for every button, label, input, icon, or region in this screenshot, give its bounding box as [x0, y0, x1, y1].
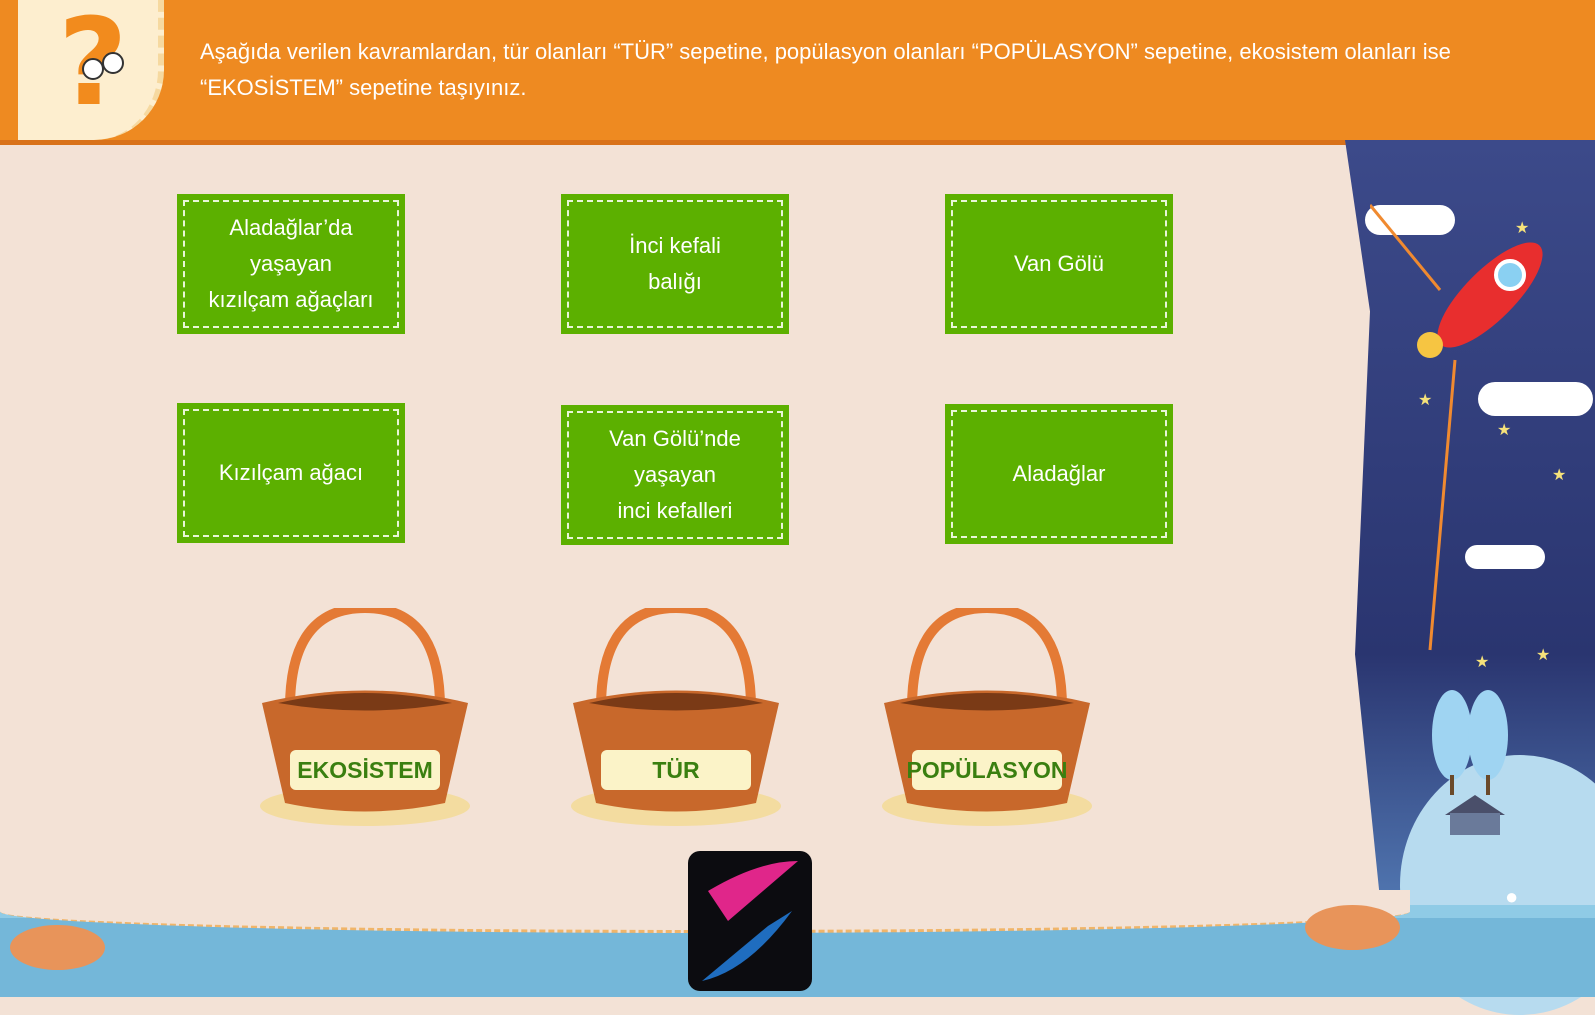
basket-label: POPÜLASYON [906, 750, 1068, 790]
basket-populasyon[interactable]: POPÜLASYON [882, 608, 1092, 828]
basket-icon [571, 608, 781, 826]
draggable-card[interactable]: Van Gölü [945, 194, 1173, 334]
draggable-card[interactable]: İnci kefali balığı [561, 194, 789, 334]
basket-label: TÜR [601, 750, 751, 790]
star-icon: ★ [1497, 422, 1512, 439]
basket-icon [882, 608, 1092, 826]
draggable-card[interactable]: Kızılçam ağacı [177, 403, 405, 543]
instruction-text: Aşağıda verilen kavramlardan, tür olanla… [200, 39, 1451, 100]
cloud-icon [1478, 382, 1593, 416]
star-icon: ★ [1475, 654, 1490, 671]
card-label: Van Gölü’nde yaşayan inci kefalleri [567, 411, 783, 539]
basket-icon [260, 608, 470, 826]
basket-tur[interactable]: TÜR [571, 608, 781, 828]
draggable-card[interactable]: Aladağlar [945, 404, 1173, 544]
scroll-roll-right [1305, 905, 1400, 950]
star-icon: ★ [1418, 392, 1433, 409]
eye-icon [82, 58, 104, 80]
basket-ekosistem[interactable]: EKOSİSTEM [260, 608, 470, 828]
cloud-icon [1465, 545, 1545, 569]
header-bar: ? Aşağıda verilen kavramlardan, tür olan… [0, 0, 1595, 145]
question-badge: ? [18, 0, 164, 140]
card-label: Van Gölü [951, 200, 1167, 328]
card-label: Aladağlar [951, 410, 1167, 538]
card-label: Kızılçam ağacı [183, 409, 399, 537]
logo-icon [702, 861, 798, 981]
cloud-icon [1365, 205, 1455, 235]
draggable-card[interactable]: Van Gölü’nde yaşayan inci kefalleri [561, 405, 789, 545]
sheep-icon: ● [1505, 884, 1519, 909]
star-icon: ★ [1515, 220, 1530, 237]
scroll-roll-left [10, 925, 105, 970]
draggable-card[interactable]: Aladağlar’da yaşayan kızılçam ağaçları [177, 194, 405, 334]
eye-icon [102, 52, 124, 74]
rocket-kite-icon [1370, 204, 1543, 651]
publisher-logo [688, 851, 812, 991]
card-label: İnci kefali balığı [567, 200, 783, 328]
basket-label: EKOSİSTEM [290, 750, 440, 790]
trees-and-house-icon [1432, 690, 1508, 835]
star-icon: ★ [1552, 467, 1567, 484]
card-label: Aladağlar’da yaşayan kızılçam ağaçları [183, 200, 399, 328]
star-icon: ★ [1536, 647, 1551, 664]
